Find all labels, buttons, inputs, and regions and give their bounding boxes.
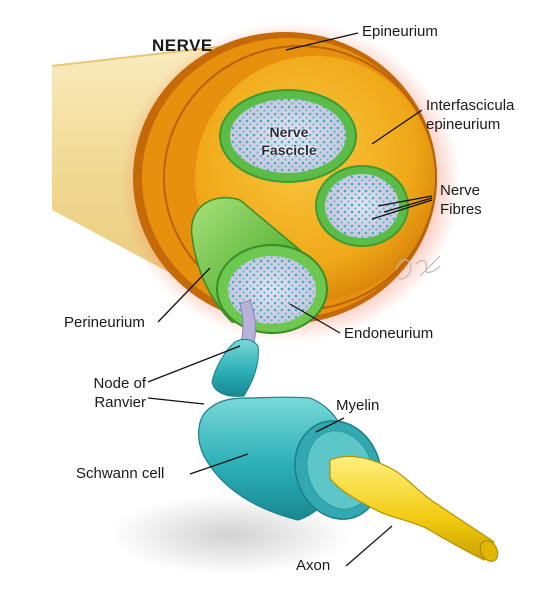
endoneurium-fibres: [228, 256, 316, 324]
label-interfascicular-line2: epineurium: [426, 116, 501, 133]
leader-schwann: [189, 453, 249, 475]
label-myelin: Myelin: [336, 397, 380, 414]
axon-end: [479, 540, 499, 562]
label-schwann-cell: Schwann cell: [76, 465, 165, 482]
label-nerve-fibres-line2: Fibres: [440, 201, 482, 218]
label-nerve-fibres-line1: Nerve: [440, 182, 481, 199]
label-endoneurium: Endoneurium: [344, 325, 434, 342]
label-axon: Axon: [296, 557, 331, 574]
label-node-of-ranvier-line1: Node of: [93, 375, 146, 392]
leader-fibres-1: [377, 195, 433, 207]
leader-node-1: [147, 345, 241, 383]
label-nerve-fascicle-line1: Nerve: [269, 124, 309, 140]
leader-perineurium: [157, 267, 211, 323]
fascicle-right-fibres: [325, 174, 399, 238]
label-node-of-ranvier-line2: Ranvier: [94, 394, 146, 411]
diagram-title: NERVE: [152, 36, 213, 55]
leader-myelin: [315, 417, 345, 433]
label-nerve-fascicle-line2: Fascicle: [261, 142, 317, 158]
leader-lines: [147, 32, 433, 567]
leader-fibres-2: [383, 197, 433, 213]
leader-axon: [345, 525, 393, 567]
leader-interfascicular: [371, 109, 423, 145]
leader-epineurium: [285, 32, 359, 51]
myelin-segment-upper: [211, 338, 259, 397]
leader-node-2: [147, 397, 205, 405]
leader-endoneurium: [289, 303, 341, 334]
label-perineurium: Perineurium: [64, 314, 145, 331]
leader-fibres-3: [371, 199, 433, 220]
artist-signature: [395, 255, 441, 280]
fascicle-upper-fibres: [230, 99, 346, 173]
label-epineurium: Epineurium: [362, 23, 438, 40]
label-interfascicular-line1: Interfascicula: [426, 97, 515, 114]
